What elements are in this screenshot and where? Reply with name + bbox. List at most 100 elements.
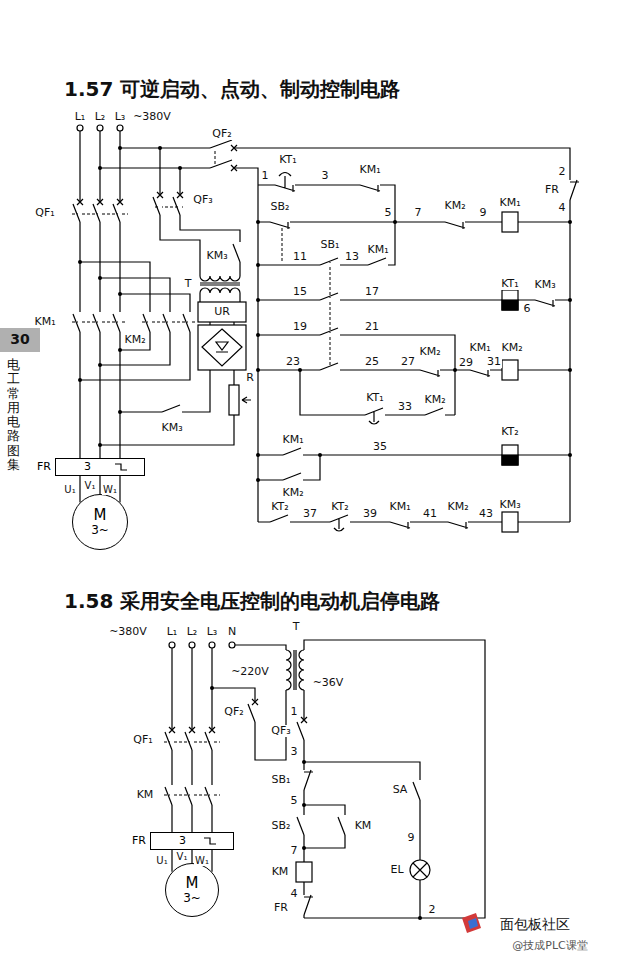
wire-number: 5 — [384, 207, 393, 219]
thermal-relay-box: FR3 — [150, 832, 234, 850]
wire-number: 9 — [407, 832, 416, 844]
wire-number: 4 — [558, 202, 567, 214]
wire-number: 9 — [479, 207, 488, 219]
terminal-label: U₁ — [63, 484, 76, 495]
wire-number: 2 — [558, 166, 567, 178]
watermark: @技成PLC课堂 — [511, 940, 588, 952]
motor-letter: M — [186, 876, 199, 892]
wire-number: 35 — [372, 441, 388, 453]
component-label: KT₂ — [270, 501, 290, 513]
line-label: L₁ — [166, 626, 179, 638]
relay-name: FR — [132, 835, 146, 847]
line-label: N — [227, 626, 237, 638]
wire-number: 41 — [422, 508, 438, 520]
heater-symbol — [203, 835, 217, 847]
terminal-label: W₁ — [194, 855, 210, 866]
component-label: FR — [273, 902, 289, 914]
component-label: KM₁ — [281, 434, 304, 446]
voltage-label: ~220V — [230, 666, 270, 678]
wire-number: 1 — [290, 706, 299, 718]
phase-wire — [191, 850, 192, 863]
wire-number: 6 — [523, 303, 532, 315]
thermal-relay-box: FR3 — [55, 458, 145, 476]
page-number: 30 — [9, 332, 30, 347]
component-label: QF₂ — [211, 128, 232, 140]
component-label: SB₁ — [271, 774, 292, 786]
component-label: KM₁ — [468, 342, 491, 354]
wire-number: 39 — [362, 508, 378, 520]
component-label: QF₁ — [34, 207, 55, 219]
wire-number: 43 — [478, 508, 494, 520]
motor-phase: 3~ — [183, 892, 201, 905]
wire-number: 23 — [285, 356, 301, 368]
wire-number: 25 — [364, 356, 380, 368]
component-label: KM₁ — [33, 316, 56, 328]
component-label: SB₂ — [271, 820, 292, 832]
coil-label: KM₂ — [500, 342, 523, 354]
component-label: KM₂ — [423, 394, 446, 406]
book-title: 电工常用电路图集 — [7, 358, 20, 472]
component-label: UR — [213, 306, 231, 318]
component-label: KM₂ — [281, 487, 304, 499]
component-label: T — [184, 278, 193, 290]
component-label: KM — [354, 820, 373, 832]
component-label: KM₃ — [205, 250, 228, 262]
component-label: QF₂ — [223, 706, 244, 718]
wire-number: 7 — [414, 207, 423, 219]
motor-symbol: M3~ — [165, 863, 219, 917]
pole-count: 3 — [84, 461, 91, 473]
line-label: L₁ — [74, 111, 87, 123]
terminal-label: V₁ — [176, 851, 189, 862]
component-label: KM₁ — [358, 164, 381, 176]
wire-number: 3 — [290, 746, 299, 758]
wire-number: 2 — [428, 904, 437, 916]
terminal-label: V₁ — [84, 480, 97, 491]
motor-phase: 3~ — [91, 524, 109, 537]
component-label: KM₂ — [418, 346, 441, 358]
component-label: KM₃ — [533, 279, 556, 291]
component-label: KM₂ — [443, 200, 466, 212]
wire-number: 4 — [290, 888, 299, 900]
wire-number: 19 — [292, 321, 308, 333]
phase-wire — [79, 476, 80, 502]
component-label: QF₃ — [270, 725, 291, 737]
component-label: KT₁ — [365, 392, 385, 404]
wire-number: 13 — [344, 251, 360, 263]
section-title: 1.58 采用安全电压控制的电动机启停电路 — [63, 590, 441, 612]
wire-number: 17 — [364, 286, 380, 298]
wiring — [80, 131, 570, 918]
page-tab — [0, 328, 40, 352]
component-label: KM — [136, 789, 155, 801]
voltage-label: ~380V — [132, 111, 172, 123]
section-title: 1.57 可逆启动、点动、制动控制电路 — [63, 78, 401, 100]
wire-number: 7 — [290, 845, 299, 857]
component-label: SB₂ — [270, 201, 291, 213]
component-label: KT₁ — [278, 154, 298, 166]
component-label: QF₁ — [132, 734, 153, 746]
watermark: 面包板社区 — [499, 917, 571, 932]
junction-dots — [78, 146, 572, 920]
contact-symbols — [73, 140, 579, 915]
component-label: SA — [392, 784, 409, 796]
component-label: FR — [544, 184, 560, 196]
wire-number: 33 — [397, 401, 413, 413]
component-label: SB₁ — [320, 239, 341, 251]
coil-label: KM — [271, 866, 290, 878]
voltage-label: ~380V — [108, 626, 148, 638]
phase-wire — [119, 476, 120, 502]
wire-number: 3 — [321, 170, 330, 182]
wire-number: 11 — [292, 251, 308, 263]
terminals — [77, 125, 235, 648]
motor-symbol: M3~ — [72, 494, 128, 550]
component-label: QF₃ — [192, 194, 213, 206]
wire-number: 31 — [486, 356, 502, 368]
line-label: L₂ — [94, 111, 107, 123]
phase-wire — [171, 850, 172, 872]
heater-symbol — [114, 461, 128, 473]
line-label: L₂ — [186, 626, 199, 638]
coil-label: KT₂ — [500, 426, 520, 438]
pole-count: 3 — [179, 835, 186, 847]
component-label: T — [292, 621, 301, 633]
wire-number: 27 — [400, 356, 416, 368]
